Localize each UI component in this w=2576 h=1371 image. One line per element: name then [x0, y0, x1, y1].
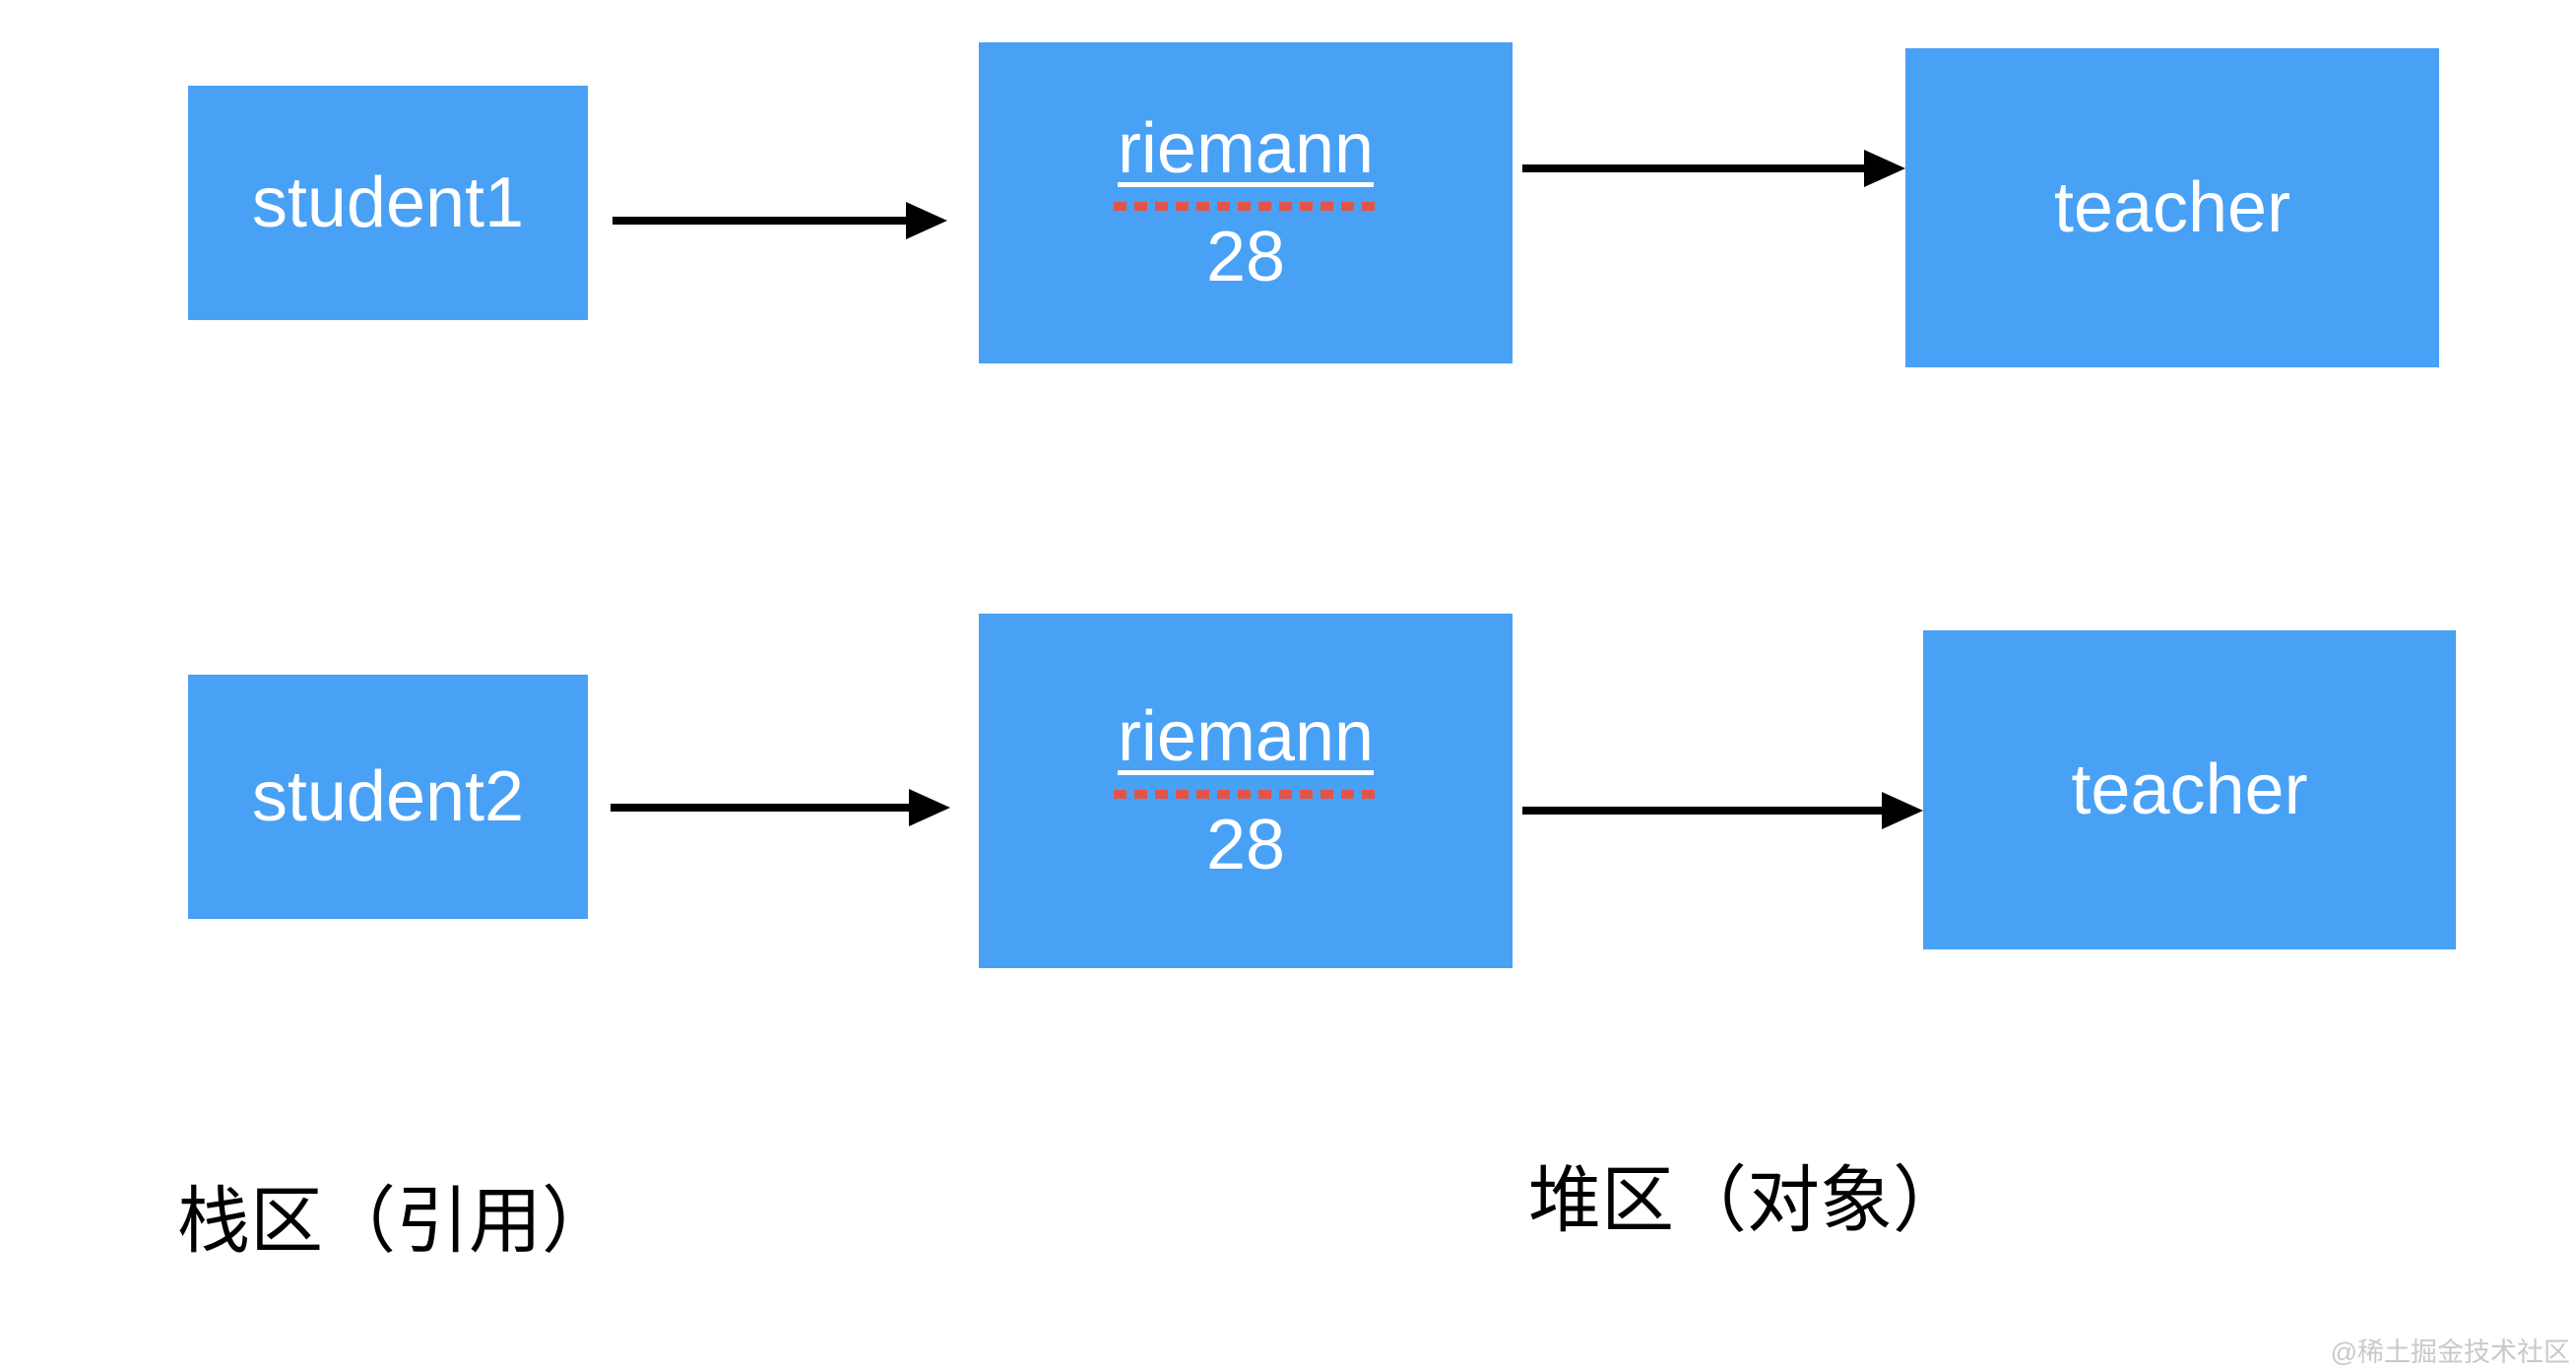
object2-age: 28 — [1205, 806, 1286, 884]
teacher2-label: teacher — [2071, 750, 2308, 829]
teacher1-label: teacher — [2053, 167, 2291, 247]
arrow-shaft — [612, 217, 910, 225]
arrow-head-icon — [1882, 792, 1923, 829]
arrow-shaft — [1522, 807, 1886, 815]
student2-label: student2 — [251, 756, 525, 836]
object1-name: riemann — [1113, 106, 1379, 212]
object2-name: riemann — [1113, 694, 1379, 800]
arrow-shaft — [1522, 164, 1868, 172]
student2-box: student2 — [188, 675, 588, 919]
arrow-object1-to-teacher — [1522, 150, 1905, 187]
stack-area-label: 栈区（引用） — [177, 1180, 614, 1262]
arrow-object2-to-teacher — [1522, 792, 1923, 829]
student1-label: student1 — [251, 163, 525, 242]
teacher2-box: teacher — [1923, 630, 2456, 949]
heap-area-label: 堆区（对象） — [1528, 1159, 1965, 1241]
arrow-shaft — [611, 804, 913, 812]
arrow-head-icon — [906, 202, 947, 239]
arrow-head-icon — [1864, 150, 1905, 187]
object1-age: 28 — [1205, 218, 1286, 296]
arrow-student1-to-object — [612, 202, 947, 239]
arrow-head-icon — [909, 789, 950, 826]
watermark: @稀土掘金技术社区 — [2330, 1338, 2570, 1367]
student1-box: student1 — [188, 86, 588, 320]
object1-box: riemann 28 — [979, 42, 1513, 363]
object2-box: riemann 28 — [979, 614, 1513, 968]
teacher1-box: teacher — [1905, 48, 2439, 367]
arrow-student2-to-object — [611, 789, 950, 826]
